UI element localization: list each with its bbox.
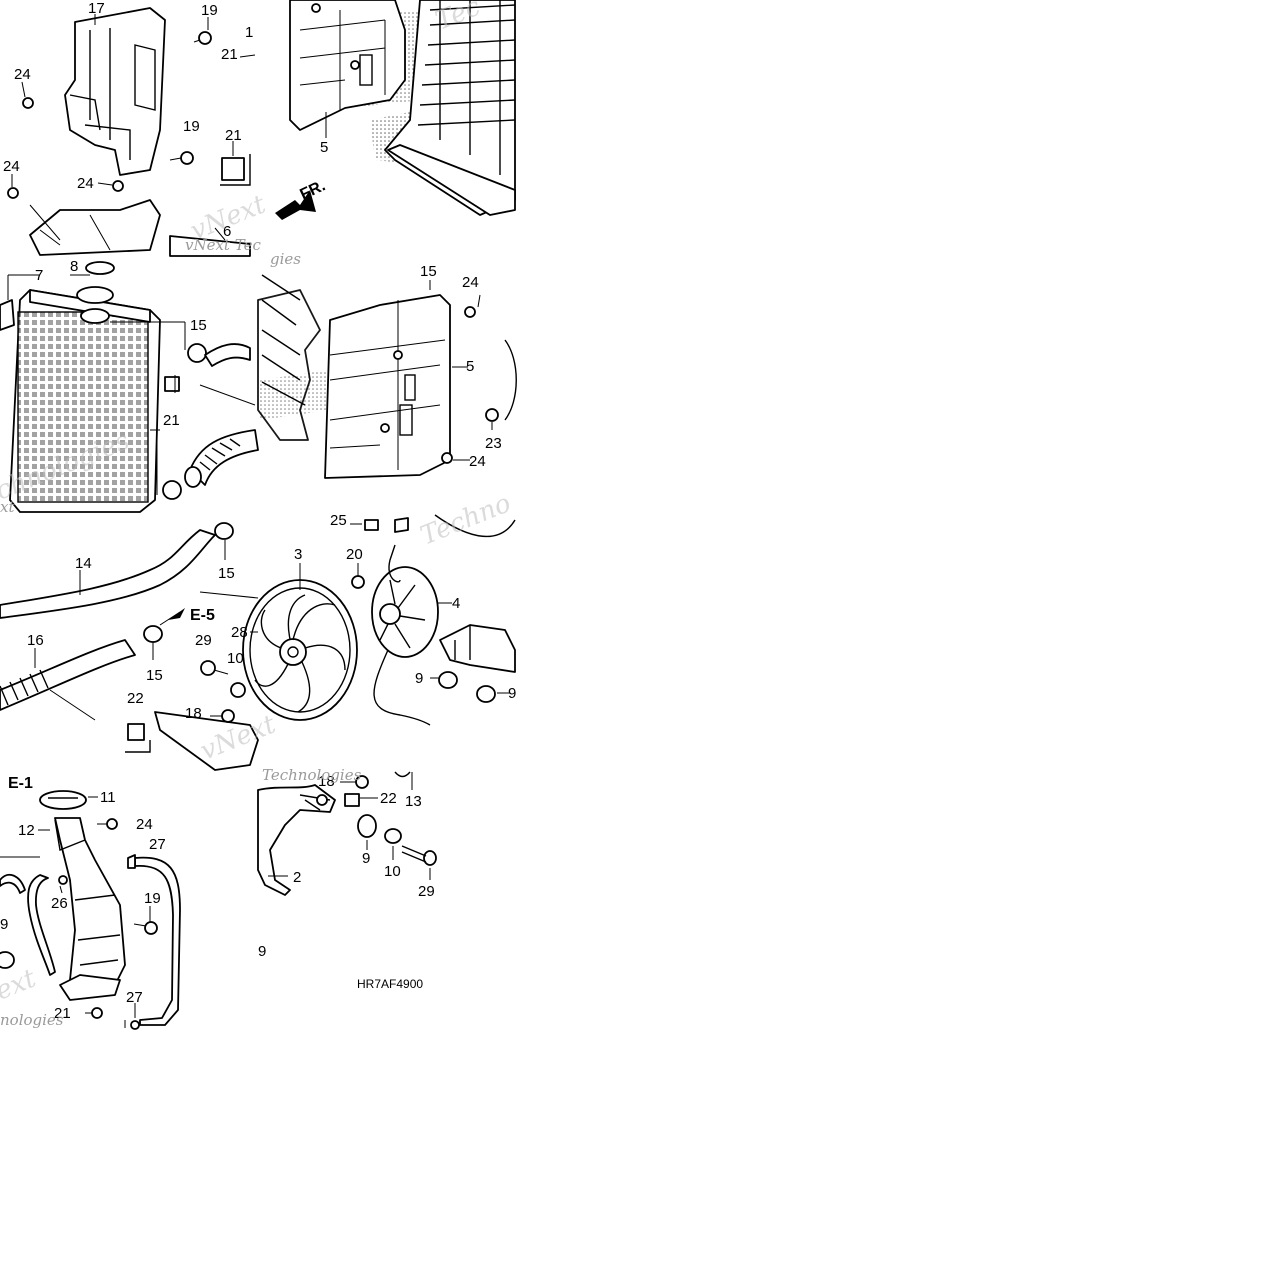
tank-cap-icon: [39, 790, 87, 810]
callout-14: 14: [75, 555, 92, 572]
callout-11: 11: [100, 789, 116, 806]
bolt-icon: [340, 775, 369, 789]
callout-9: 9: [508, 685, 516, 702]
bolt-icon: [97, 818, 118, 830]
callout-6: 6: [223, 223, 231, 240]
tile-bracket: 17 19 24 1 21 19 21 24 24 6 vNext vNext …: [3, 0, 270, 257]
grommet-icon: [112, 180, 124, 192]
front-arrow-icon: [275, 190, 316, 220]
callout-10: 10: [384, 863, 401, 880]
callout-24: 24: [14, 66, 31, 83]
callout-24: 24: [3, 158, 20, 175]
callout-5: 5: [320, 139, 328, 156]
callout-22: 22: [380, 790, 397, 807]
bolt-icon: [200, 660, 229, 676]
callout-21: 21: [221, 46, 238, 63]
watermark: xt: [0, 498, 15, 516]
grommet-icon: [7, 187, 19, 199]
callout-20: 20: [346, 546, 363, 563]
bolt-icon: [210, 709, 235, 723]
callout-12: 12: [18, 822, 35, 839]
callout-2: 2: [293, 869, 301, 886]
callout-3: 3: [294, 546, 302, 563]
callout-17: 17: [88, 0, 105, 17]
callout-29: 29: [418, 883, 435, 900]
bolt-icon: [133, 921, 158, 935]
bolt-icon: [169, 151, 194, 165]
callout-24: 24: [77, 175, 94, 192]
radiator-cap-icon: [76, 286, 114, 304]
watermark: Techno: [416, 488, 515, 551]
tile-shroud-side: 15 24 5 23 24: [324, 263, 517, 479]
callout-19: 19: [144, 890, 161, 907]
tile-fan-motor: 25 20 3 4 28 9 9 Techno: [231, 488, 516, 726]
callout-28: 28: [231, 624, 248, 641]
callout-21: 21: [54, 1005, 71, 1022]
callout-1: 1: [245, 24, 253, 41]
callout-4: 4: [452, 595, 460, 612]
tile-shroud-grille: FR. 5 Tec: [275, 0, 516, 220]
callout-24: 24: [469, 453, 486, 470]
callout-21: 21: [225, 127, 242, 144]
callout-9: 9: [362, 850, 370, 867]
callout-9: 9: [258, 943, 266, 960]
callout-18: 18: [185, 705, 202, 722]
callout-5: 5: [466, 358, 474, 375]
callout-13: 13: [405, 793, 422, 810]
callout-23: 23: [485, 435, 502, 452]
callout-9: 9: [415, 670, 423, 687]
callout-19: 19: [183, 118, 200, 135]
callout-25: 25: [330, 512, 347, 529]
callout-9: 9: [0, 916, 8, 933]
bolt-icon: [193, 31, 212, 45]
callout-29: 29: [195, 632, 212, 649]
watermark: Technologies: [262, 766, 362, 784]
callout-22: 22: [127, 690, 144, 707]
callout-15: 15: [190, 317, 207, 334]
front-label: FR.: [298, 177, 329, 203]
bolt-icon: [401, 845, 437, 866]
tile-hoses: 14 15 16 E-5 15 29 10 22 18 vNext: [0, 522, 280, 771]
callout-24: 24: [462, 274, 479, 291]
callout-27: 27: [149, 836, 166, 853]
callout-15: 15: [420, 263, 437, 280]
ref-e5: E-5: [190, 607, 215, 624]
tile-radiator: 7 8 15 21 chnologies xt gies: [0, 250, 330, 516]
callout-26: 26: [51, 895, 68, 912]
watermark: ext: [0, 963, 41, 1006]
callout-19: 19: [201, 2, 218, 19]
grommet-icon: [22, 97, 34, 109]
tile-mounting: 18 22 13 2 9 10 29 9 HR7AF4900 Technolog…: [257, 766, 437, 991]
callout-21: 21: [163, 412, 180, 429]
callout-27: 27: [126, 989, 143, 1006]
tile-reservoir: E-1 11 12 24 27 26 19 9 27 21 ext nologi…: [0, 775, 181, 1030]
fan-icon: [242, 579, 358, 721]
fan-motor-icon: [371, 544, 439, 658]
watermark: gies: [270, 250, 301, 268]
callout-16: 16: [27, 632, 44, 649]
callout-15: 15: [218, 565, 235, 582]
callout-7: 7: [35, 267, 43, 284]
callout-18: 18: [318, 773, 335, 790]
callout-10: 10: [227, 650, 244, 667]
ref-e1: E-1: [8, 775, 33, 792]
callout-8: 8: [70, 258, 78, 275]
o-ring-icon: [85, 261, 115, 275]
callout-24: 24: [136, 816, 153, 833]
callout-15: 15: [146, 667, 163, 684]
watermark: nologies: [0, 1011, 64, 1029]
watermark: vNext Tec: [185, 236, 261, 254]
drawing-code: HR7AF4900: [357, 977, 423, 991]
collar-icon: [230, 682, 246, 698]
